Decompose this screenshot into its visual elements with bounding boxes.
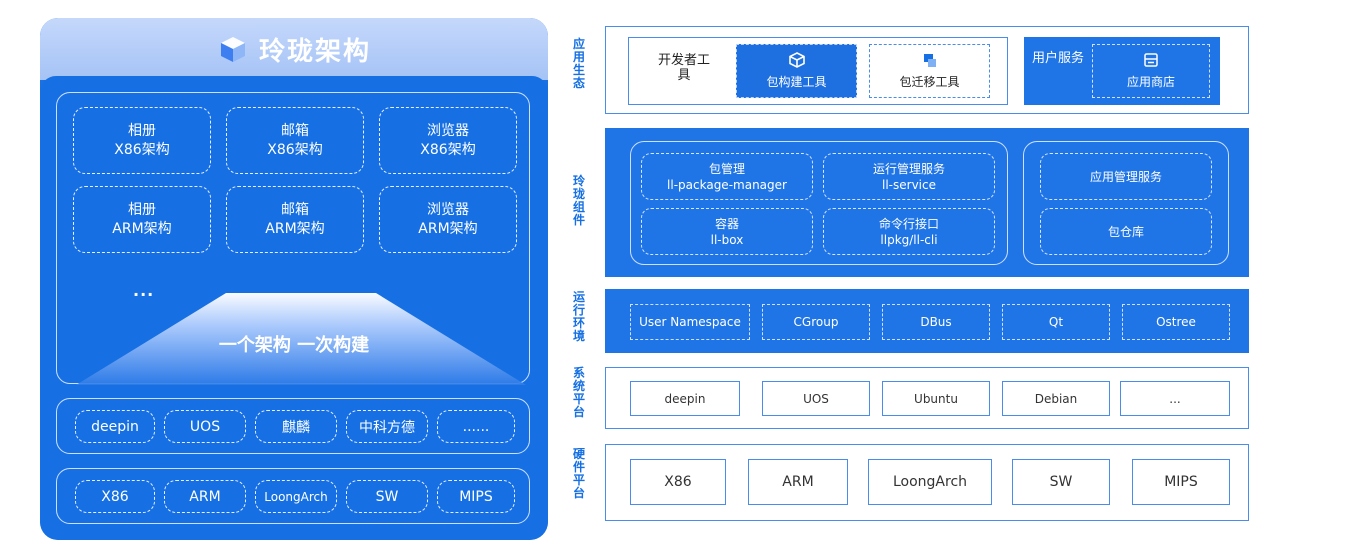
app-name: 相册 [128,201,156,218]
app-name: 浏览器 [427,201,469,218]
app-arch: ARM架构 [112,220,172,237]
app-arch: X86架构 [267,141,323,158]
app-mail-arm: 邮箱 ARM架构 [226,186,364,253]
app-store: 应用商店 [1092,44,1210,98]
layer-hardware-platform: X86 ARM LoongArch SW MIPS [605,444,1249,521]
pkg-manager: 包管理 ll-package-manager [641,153,813,200]
pkg-migrate-tool-label: 包迁移工具 [899,75,960,89]
os-item: UOS [164,410,246,443]
layer-app-ecosystem: 开发者工具 包构建工具 包迁移工具 用户服务 应用商店 [605,26,1249,114]
hardware-platform-item: LoongArch [868,459,992,505]
hardware-box: X86 ARM LoongArch SW MIPS [56,468,530,524]
slogan: 一个架构 一次构建 [218,335,370,356]
app-name: 浏览器 [427,122,469,139]
panel-title: 玲珑架构 [258,36,371,67]
hardware-platform-item: ARM [748,459,848,505]
app-arch: ARM架构 [418,220,478,237]
pkg-manager-sub: ll-package-manager [667,177,787,192]
cli-sub: llpkg/ll-cli [880,232,938,247]
app-name: 邮箱 [281,201,309,218]
hardware-platform-item: X86 [630,459,726,505]
runtime-service-sub: ll-service [882,177,936,192]
panel-body: 相册 X86架构 邮箱 X86架构 浏览器 X86架构 相册 ARM架构 邮箱 … [40,76,548,540]
app-mgmt-service: 应用管理服务 [1040,153,1212,200]
runtime-item: Qt [1002,304,1110,340]
label-hardware-platform: 硬件平台 [572,447,585,500]
label-runtime: 运行环境 [572,290,585,343]
system-item: deepin [630,381,740,416]
migrate-icon [923,54,936,67]
hardware-item: X86 [75,480,155,513]
hardware-platform-item: SW [1012,459,1110,505]
app-album-x86: 相册 X86架构 [73,107,211,174]
runtime-service-label: 运行管理服务 [872,161,945,176]
user-service-group: 用户服务 应用商店 [1024,37,1220,105]
app-store-label: 应用商店 [1126,75,1175,89]
container: 容器 ll-box [641,208,813,255]
system-item: UOS [762,381,870,416]
layer-runtime: User Namespace CGroup DBus Qt Ostree [605,289,1249,353]
dev-tools-label: 开发者工具 [657,53,710,83]
hardware-item: MIPS [437,480,515,513]
app-name: 邮箱 [281,122,309,139]
mountain-shape [76,293,526,385]
core-components-group: 包管理 ll-package-manager 运行管理服务 ll-service… [630,141,1008,265]
hardware-item: ARM [164,480,246,513]
pkg-build-tool-label: 包构建工具 [766,75,827,89]
runtime-item: CGroup [762,304,870,340]
runtime-item: DBus [882,304,990,340]
pkg-repo: 包仓库 [1040,208,1212,255]
app-album-arm: 相册 ARM架构 [73,186,211,253]
linglong-logo-icon [217,33,249,65]
dev-tools-group [628,37,1008,105]
apps-box: 相册 X86架构 邮箱 X86架构 浏览器 X86架构 相册 ARM架构 邮箱 … [56,92,530,385]
os-item: deepin [75,410,155,443]
hardware-item: LoongArch [255,480,337,513]
app-name: 相册 [128,122,156,139]
linglong-architecture-panel: 玲珑架构 相册 X86架构 邮箱 X86架构 浏览器 X86架构 相册 ARM架… [40,18,548,540]
app-arch: ARM架构 [265,220,325,237]
system-item: Debian [1002,381,1110,416]
container-label: 容器 [714,216,739,231]
app-mail-x86: 邮箱 X86架构 [226,107,364,174]
os-item: ...... [437,410,515,443]
user-service-label: 用户服务 [1032,51,1085,66]
system-item: ... [1120,381,1230,416]
label-linglong-components: 玲珑组件 [572,174,585,227]
hardware-item: SW [346,480,428,513]
pkg-manager-label: 包管理 [708,161,745,176]
app-arch: X86架构 [420,141,476,158]
label-app-ecosystem: 应用生态 [572,37,585,90]
os-box: deepin UOS 麒麟 中科方德 ...... [56,398,530,454]
layer-system-platform: deepin UOS Ubuntu Debian ... [605,367,1249,429]
os-item: 麒麟 [255,410,337,443]
runtime-service: 运行管理服务 ll-service [823,153,995,200]
layer-linglong-components: 包管理 ll-package-manager 运行管理服务 ll-service… [605,128,1249,277]
pkg-migrate-tool: 包迁移工具 [869,44,990,98]
app-browser-x86: 浏览器 X86架构 [379,107,517,174]
hardware-platform-item: MIPS [1132,459,1230,505]
label-system-platform: 系统平台 [572,366,585,419]
more-apps-ellipsis: ... [133,281,155,300]
runtime-item: User Namespace [630,304,750,340]
services-group: 应用管理服务 包仓库 [1023,141,1229,265]
os-item: 中科方德 [346,410,428,443]
container-sub: ll-box [710,232,744,247]
app-browser-arm: 浏览器 ARM架构 [379,186,517,253]
cube-icon [788,52,805,68]
panel-header: 玲珑架构 [40,18,548,80]
cli-interface: 命令行接口 llpkg/ll-cli [823,208,995,255]
cli-label: 命令行接口 [878,216,939,231]
app-arch: X86架构 [114,141,170,158]
system-item: Ubuntu [882,381,990,416]
store-icon [1144,53,1158,67]
runtime-item: Ostree [1122,304,1230,340]
pkg-build-tool: 包构建工具 [736,44,857,98]
